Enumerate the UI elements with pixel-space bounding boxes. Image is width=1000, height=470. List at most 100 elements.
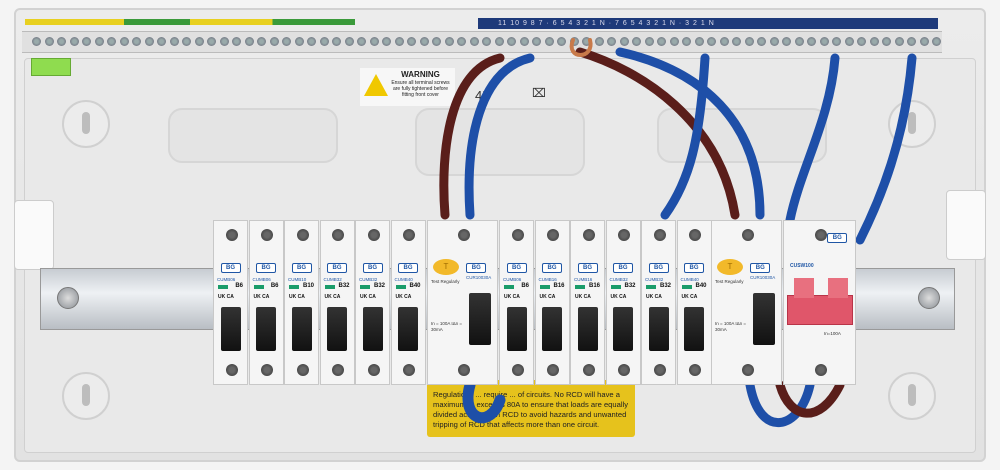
breaker-toggle[interactable] (220, 307, 241, 351)
terminal-screw-icon[interactable] (144, 37, 154, 46)
terminal-screw-icon[interactable] (794, 37, 804, 46)
terminal-screw-icon[interactable] (169, 37, 179, 46)
terminal-screw-icon[interactable] (119, 37, 129, 46)
terminal-screw-icon[interactable] (544, 37, 554, 46)
terminal-screw-icon[interactable] (741, 364, 754, 376)
terminal-screw-icon[interactable] (744, 37, 754, 46)
breaker-toggle[interactable] (506, 307, 527, 351)
terminal-screw-icon[interactable] (907, 37, 916, 46)
terminal-screw-icon[interactable] (882, 37, 891, 46)
terminal-screw-icon[interactable] (511, 364, 524, 376)
breaker-toggle[interactable] (327, 307, 347, 351)
terminal-screw-icon[interactable] (482, 37, 491, 46)
terminal-screw-icon[interactable] (225, 364, 238, 376)
terminal-screw-icon[interactable] (457, 37, 466, 46)
terminal-screw-icon[interactable] (689, 229, 701, 241)
terminal-screw-icon[interactable] (557, 37, 566, 46)
breaker-toggle[interactable] (542, 307, 562, 351)
terminal-screw-icon[interactable] (618, 364, 630, 376)
terminal-screw-icon[interactable] (357, 37, 366, 46)
terminal-screw-icon[interactable] (582, 229, 595, 241)
terminal-screw-icon[interactable] (594, 37, 604, 46)
terminal-screw-icon[interactable] (832, 37, 841, 46)
terminal-screw-icon[interactable] (653, 364, 666, 376)
terminal-screw-icon[interactable] (814, 229, 827, 241)
terminal-screw-icon[interactable] (269, 37, 279, 46)
terminal-screw-icon[interactable] (261, 364, 273, 376)
terminal-screw-icon[interactable] (69, 37, 79, 46)
terminal-screw-icon[interactable] (814, 364, 827, 376)
terminal-screw-icon[interactable] (94, 37, 104, 46)
terminal-screw-icon[interactable] (469, 37, 479, 46)
terminal-screw-icon[interactable] (294, 37, 304, 46)
terminal-screw-icon[interactable] (844, 37, 854, 46)
breaker-toggle[interactable] (256, 307, 276, 351)
terminal-screw-icon[interactable] (107, 37, 116, 46)
terminal-screw-icon[interactable] (32, 37, 41, 46)
breaker-toggle[interactable] (577, 307, 598, 351)
terminal-screw-icon[interactable] (741, 229, 754, 241)
terminal-screw-icon[interactable] (369, 37, 379, 46)
terminal-screw-icon[interactable] (219, 37, 229, 46)
terminal-screw-icon[interactable] (457, 229, 470, 241)
terminal-screw-icon[interactable] (869, 37, 879, 46)
terminal-screw-icon[interactable] (319, 37, 329, 46)
terminal-screw-icon[interactable] (653, 229, 666, 241)
terminal-screw-icon[interactable] (407, 37, 416, 46)
terminal-screw-icon[interactable] (419, 37, 429, 46)
terminal-screw-icon[interactable] (732, 37, 741, 46)
terminal-screw-icon[interactable] (682, 37, 691, 46)
terminal-screw-icon[interactable] (894, 37, 904, 46)
terminal-screw-icon[interactable] (632, 37, 641, 46)
terminal-screw-icon[interactable] (332, 229, 344, 241)
terminal-screw-icon[interactable] (507, 37, 516, 46)
terminal-screw-icon[interactable] (207, 37, 216, 46)
terminal-screw-icon[interactable] (257, 37, 266, 46)
terminal-screw-icon[interactable] (403, 364, 415, 376)
main-switch-toggle[interactable] (787, 278, 853, 325)
terminal-screw-icon[interactable] (225, 229, 238, 241)
rcd-toggle[interactable] (752, 293, 775, 345)
terminal-screw-icon[interactable] (669, 37, 679, 46)
terminal-screw-icon[interactable] (82, 37, 91, 46)
terminal-screw-icon[interactable] (757, 37, 766, 46)
terminal-screw-icon[interactable] (367, 364, 380, 376)
breaker-toggle[interactable] (291, 307, 312, 351)
terminal-screw-icon[interactable] (394, 37, 404, 46)
terminal-screw-icon[interactable] (296, 229, 309, 241)
terminal-screw-icon[interactable] (244, 37, 254, 46)
terminal-screw-icon[interactable] (44, 37, 54, 46)
terminal-screw-icon[interactable] (261, 229, 273, 241)
terminal-screw-icon[interactable] (344, 37, 354, 46)
terminal-screw-icon[interactable] (819, 37, 829, 46)
rcd-test-button[interactable]: T (717, 259, 743, 275)
breaker-toggle[interactable] (398, 307, 418, 351)
terminal-screw-icon[interactable] (332, 37, 341, 46)
terminal-screw-icon[interactable] (132, 37, 141, 46)
terminal-screw-icon[interactable] (619, 37, 629, 46)
terminal-screw-icon[interactable] (689, 364, 701, 376)
terminal-screw-icon[interactable] (457, 364, 470, 376)
terminal-screw-icon[interactable] (332, 364, 344, 376)
terminal-screw-icon[interactable] (296, 364, 309, 376)
terminal-screw-icon[interactable] (932, 37, 941, 46)
terminal-screw-icon[interactable] (511, 229, 524, 241)
terminal-screw-icon[interactable] (719, 37, 729, 46)
terminal-screw-icon[interactable] (194, 37, 204, 46)
breaker-toggle[interactable] (684, 307, 704, 351)
terminal-screw-icon[interactable] (403, 229, 415, 241)
terminal-screw-icon[interactable] (547, 229, 559, 241)
terminal-screw-icon[interactable] (57, 37, 66, 46)
terminal-screw-icon[interactable] (769, 37, 779, 46)
terminal-screw-icon[interactable] (519, 37, 529, 46)
terminal-screw-icon[interactable] (644, 37, 654, 46)
terminal-screw-icon[interactable] (694, 37, 704, 46)
terminal-screw-icon[interactable] (607, 37, 616, 46)
terminal-screw-icon[interactable] (232, 37, 241, 46)
terminal-screw-icon[interactable] (857, 37, 866, 46)
terminal-screw-icon[interactable] (618, 229, 630, 241)
terminal-screw-icon[interactable] (657, 37, 666, 46)
terminal-screw-icon[interactable] (182, 37, 191, 46)
terminal-screw-icon[interactable] (919, 37, 929, 46)
rcd-toggle[interactable] (468, 293, 491, 345)
